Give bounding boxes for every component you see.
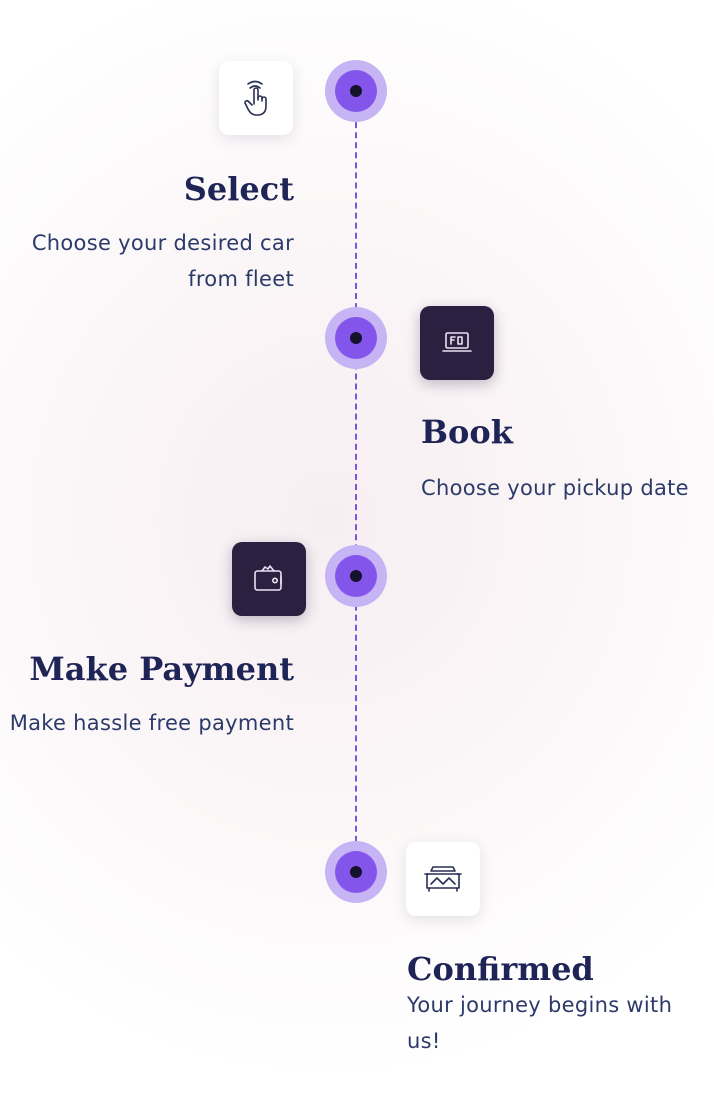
timeline-dashed-line — [355, 92, 357, 872]
timeline-node-select — [325, 60, 387, 122]
confirmed-icon-tile — [406, 842, 480, 916]
book-icon-tile — [420, 306, 494, 380]
tap-finger-icon — [244, 80, 267, 116]
wallet-icon — [254, 565, 282, 591]
step-title-book: Book — [421, 413, 513, 451]
step-title-payment: Make Payment — [29, 650, 294, 688]
car-icon — [424, 866, 462, 892]
step-description-confirmed: Your journey begins with us! — [407, 993, 673, 1053]
step-description-book: Choose your pickup date — [421, 476, 689, 500]
step-description-select: Choose your desired car from fleet — [31, 231, 294, 291]
payment-icon-tile — [232, 542, 306, 616]
laptop-icon — [442, 332, 472, 352]
timeline-node-book — [325, 307, 387, 369]
timeline-node-confirmed — [325, 841, 387, 903]
timeline-node-payment — [325, 545, 387, 607]
select-icon-tile — [219, 61, 293, 135]
step-title-select: Select — [183, 170, 294, 208]
step-description-payment: Make hassle free payment — [9, 711, 294, 735]
step-title-confirmed: Confirmed — [407, 950, 594, 988]
